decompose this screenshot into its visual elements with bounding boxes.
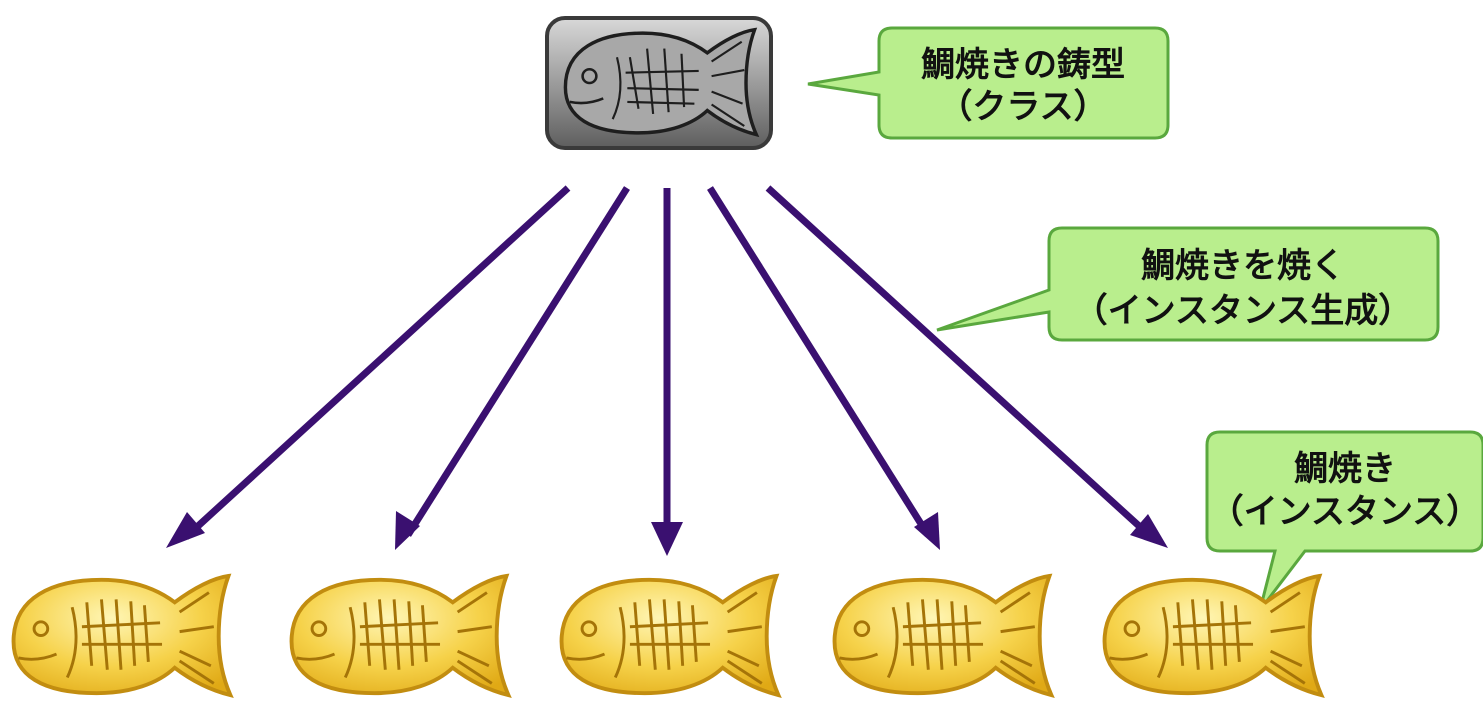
mold-callout-subtitle: （クラス）	[938, 87, 1107, 127]
taiyaki-instance-1	[11, 573, 233, 698]
instance-callout-subtitle: （インスタンス）	[1210, 492, 1481, 532]
taiyaki-instance-2	[289, 573, 511, 698]
taiyaki-mold-image	[545, 16, 773, 150]
instance-callout: 鯛焼き （インスタンス）	[1205, 430, 1483, 611]
mold-callout-title: 鯛焼きの鋳型	[921, 45, 1125, 85]
arrow-4	[707, 186, 940, 550]
bake-callout: 鯛焼きを焼く （インスタンス生成）	[936, 226, 1440, 342]
bake-callout-subtitle: （インスタンス生成）	[1074, 291, 1413, 331]
arrow-5	[765, 185, 1168, 548]
taiyaki-instance-4	[832, 573, 1054, 698]
instance-callout-title: 鯛焼き	[1294, 449, 1396, 489]
arrow-2	[395, 186, 630, 550]
mold-callout: 鯛焼きの鋳型 （クラス）	[807, 26, 1170, 140]
taiyaki-instance-5	[1102, 573, 1324, 698]
taiyaki-instance-3	[559, 573, 781, 698]
instantiation-arrows	[166, 185, 1168, 556]
arrow-3	[651, 188, 683, 556]
taiyaki-instances	[11, 573, 1324, 698]
arrow-1	[166, 185, 571, 548]
bake-callout-title: 鯛焼きを焼く	[1141, 246, 1345, 286]
